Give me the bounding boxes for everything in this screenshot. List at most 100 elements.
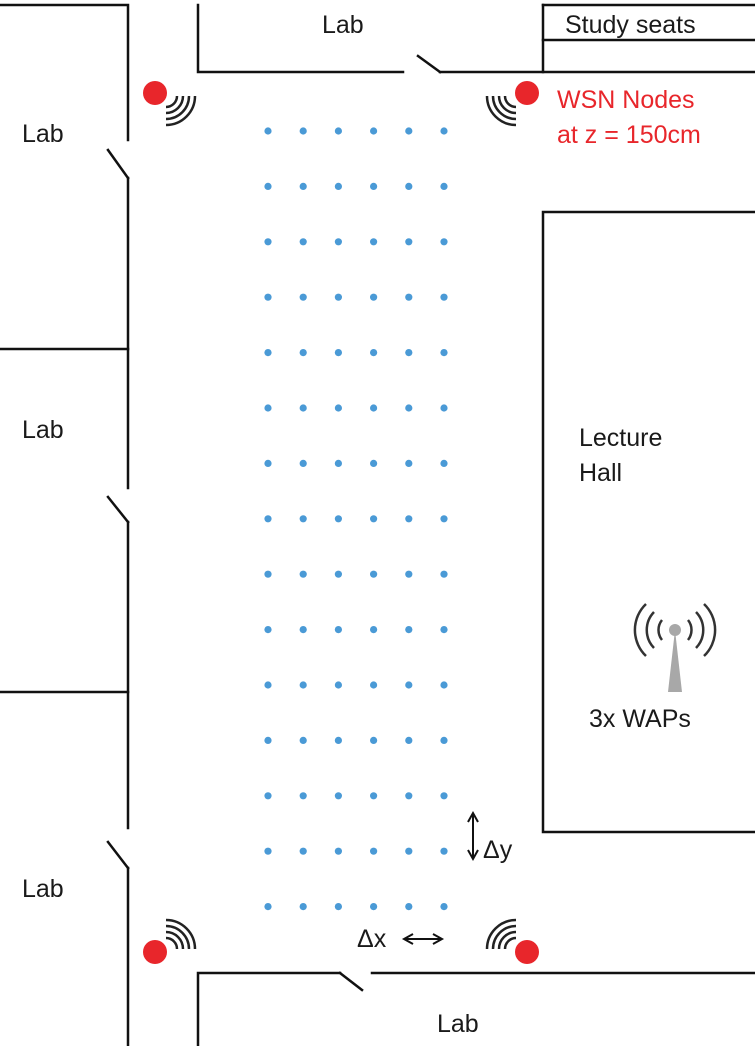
door-left-1 [106, 148, 130, 180]
delta-x-indicator: Δx [357, 925, 445, 953]
grid-point [334, 182, 342, 190]
grid-point [440, 681, 448, 689]
grid-point [264, 570, 272, 578]
grid-point [370, 626, 378, 634]
grid-point [264, 847, 272, 855]
signal-waves-icon [165, 918, 197, 950]
room-label-top-lab: Lab [322, 11, 364, 39]
room-label-study-seats: Study seats [565, 11, 696, 39]
wap-label: 3x WAPs [589, 705, 691, 733]
grid-point [264, 127, 272, 135]
grid-point [299, 293, 307, 301]
delta-x-label: Δx [357, 925, 387, 953]
measurement-grid [264, 127, 448, 911]
grid-point [440, 293, 448, 301]
grid-point [299, 404, 307, 412]
grid-point [440, 736, 448, 745]
grid-point [264, 515, 272, 523]
grid-point [370, 182, 378, 190]
grid-point [370, 736, 378, 745]
room-label-left-lab-3: Lab [22, 875, 64, 903]
grid-point [299, 459, 307, 467]
grid-point [440, 847, 448, 855]
grid-point [334, 515, 342, 523]
room-label-bottom-lab: Lab [437, 1010, 479, 1038]
wsn-node-icon [515, 940, 539, 964]
grid-point [440, 349, 448, 357]
door-top [416, 54, 442, 74]
grid-point [334, 404, 342, 412]
wsn-node-icon [515, 81, 539, 105]
wall-bottom-a [196, 971, 342, 1046]
grid-point [370, 238, 378, 246]
grid-point [299, 182, 307, 190]
grid-point [264, 681, 272, 689]
grid-point [440, 570, 448, 578]
grid-point [370, 293, 378, 301]
wsn-node-bottom-right [485, 918, 539, 964]
grid-point [299, 127, 307, 135]
door-left-2 [106, 495, 130, 524]
room-label-left-lab-1: Lab [22, 120, 64, 148]
grid-point [440, 238, 448, 246]
signal-waves-icon [485, 95, 517, 127]
grid-point [299, 903, 307, 911]
signal-waves-icon [165, 95, 197, 127]
grid-point [334, 293, 342, 301]
grid-point [405, 127, 413, 135]
grid-point [334, 736, 342, 745]
grid-point [405, 681, 413, 689]
grid-point [405, 404, 413, 412]
grid-point [334, 570, 342, 578]
grid-point [440, 903, 448, 911]
grid-point [264, 293, 272, 301]
grid-point [299, 736, 307, 745]
grid-point [405, 570, 413, 578]
grid-point [440, 459, 448, 467]
wap-signal-waves-icon [633, 603, 717, 657]
grid-point [334, 127, 342, 135]
grid-point [264, 792, 272, 800]
grid-point [440, 626, 448, 634]
wall-lecture-hall [541, 210, 755, 834]
wsn-node-top-right [485, 81, 539, 127]
grid-point [299, 626, 307, 634]
grid-point [299, 349, 307, 357]
grid-point [370, 127, 378, 135]
grid-point [299, 792, 307, 800]
grid-point [264, 736, 272, 745]
grid-point [370, 792, 378, 800]
walls [0, 3, 755, 1046]
grid-point [264, 182, 272, 190]
wap-icon [633, 603, 717, 692]
grid-point [334, 903, 342, 911]
wall-top-left [0, 3, 130, 142]
grid-point [264, 626, 272, 634]
grid-point [299, 515, 307, 523]
grid-point [334, 459, 342, 467]
door-left-3 [106, 840, 130, 870]
grid-point [299, 570, 307, 578]
door-bottom [338, 971, 364, 992]
delta-y-label: Δy [483, 836, 513, 864]
arrow-right-icon [432, 933, 445, 945]
grid-point [440, 182, 448, 190]
grid-point [370, 515, 378, 523]
grid-point [405, 238, 413, 246]
grid-point [334, 349, 342, 357]
grid-point [370, 349, 378, 357]
grid-point [334, 792, 342, 800]
grid-point [440, 404, 448, 412]
grid-point [440, 515, 448, 523]
grid-point [370, 847, 378, 855]
grid-point [405, 847, 413, 855]
grid-point [264, 459, 272, 467]
wsn-label-line1: WSN Nodes [557, 86, 695, 114]
grid-point [440, 792, 448, 800]
antenna-tower-icon [668, 630, 682, 692]
grid-point [405, 293, 413, 301]
grid-point [405, 903, 413, 911]
grid-point [299, 847, 307, 855]
delta-y-indicator: Δy [467, 810, 513, 864]
